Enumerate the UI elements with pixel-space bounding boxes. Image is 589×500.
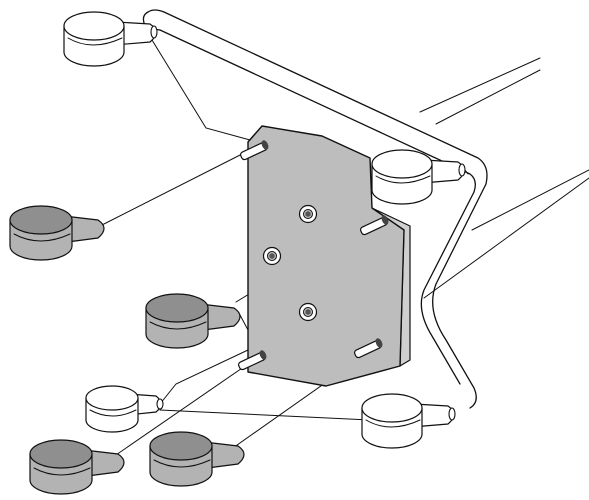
white-foot	[63, 11, 158, 67]
white-foot	[371, 149, 466, 205]
shaded-foot	[145, 293, 241, 349]
threaded-stud	[240, 140, 269, 161]
plate-screw	[298, 302, 318, 322]
mounting-plate	[247, 125, 411, 387]
plate-screw	[262, 246, 282, 266]
base-frame	[142, 9, 589, 409]
shaded-foot	[149, 431, 245, 487]
plate-screw	[298, 204, 318, 224]
shaded-foot	[29, 439, 125, 495]
shaded-foot	[9, 205, 105, 261]
threaded-stud	[360, 215, 389, 236]
threaded-stud	[354, 338, 383, 359]
white-foot	[361, 393, 456, 449]
white-foot	[85, 385, 164, 433]
threaded-stud	[238, 350, 267, 371]
